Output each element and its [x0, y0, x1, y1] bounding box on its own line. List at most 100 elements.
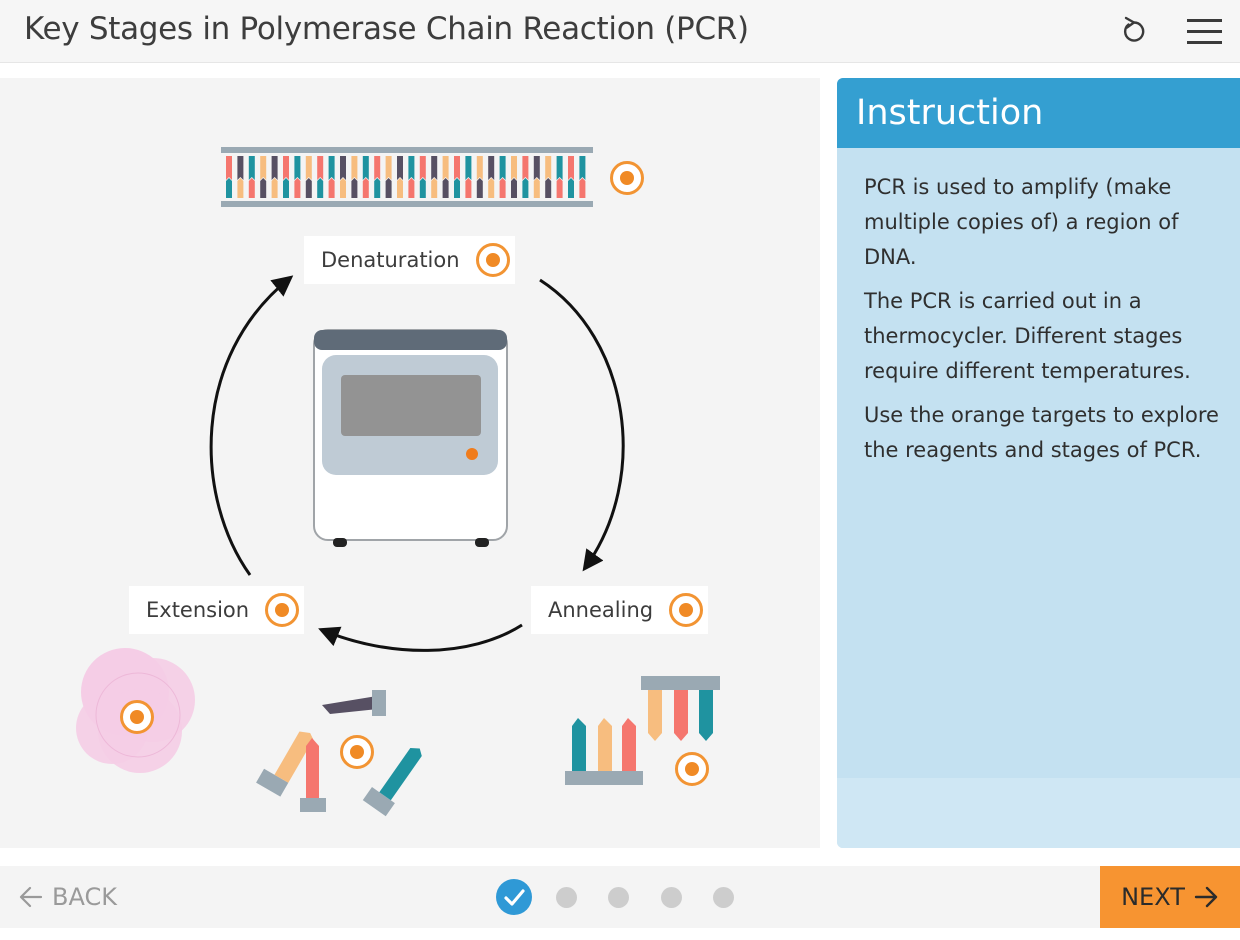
instruction-paragraph: The PCR is carried out in a thermocycler…	[864, 289, 1191, 383]
dna-base-pair	[397, 178, 403, 198]
dna-base-pair	[476, 156, 483, 180]
progress-dot-5[interactable]	[713, 887, 734, 908]
dna-base-pair	[374, 156, 381, 180]
footer-nav: BACK NEXT	[0, 866, 1240, 928]
nucleotides-icon	[256, 690, 422, 817]
extension-label: Extension	[146, 598, 250, 622]
extension-label-box[interactable]: Extension	[129, 586, 304, 634]
dna-base-pair	[511, 156, 517, 180]
cell-target-button[interactable]	[120, 700, 154, 734]
denaturation-target-button[interactable]	[475, 243, 510, 277]
dna-base-pair	[283, 156, 289, 180]
dna-base-pair	[374, 178, 381, 198]
dna-base-pair	[408, 178, 415, 198]
dna-base-pair	[248, 178, 255, 198]
dna-base-pair	[419, 156, 426, 180]
dna-base-pair	[488, 178, 495, 198]
dna-base-pair	[237, 178, 244, 198]
dna-base-pair	[442, 156, 449, 180]
dna-base-pair	[465, 178, 472, 198]
dna-base-pair	[442, 178, 449, 198]
dna-base-pair	[351, 178, 358, 198]
dna-base-pair	[340, 178, 346, 198]
dna-base-pair	[579, 178, 586, 198]
dna-base-pair	[408, 156, 415, 180]
instruction-body: PCR is used to amplify (make multiple co…	[837, 148, 1240, 468]
progress-dot-3[interactable]	[608, 887, 629, 908]
dna-base-pair	[362, 156, 369, 180]
dna-base-pair	[260, 156, 267, 180]
dna-base-pair	[305, 156, 312, 180]
dna-base-pair	[533, 178, 540, 198]
dna-base-pair	[317, 156, 324, 180]
next-label: NEXT	[1121, 883, 1185, 911]
dna-base-pair	[397, 156, 403, 180]
dna-base-pair	[533, 156, 540, 180]
dna-target-button[interactable]	[610, 161, 644, 195]
annealing-target-button[interactable]	[669, 593, 704, 627]
dna-base-pair	[271, 178, 278, 198]
dna-base-pair	[568, 156, 574, 180]
dna-base-pair	[431, 178, 438, 198]
dna-base-pair	[328, 178, 335, 198]
nucleotides-target-button[interactable]	[340, 735, 374, 769]
dna-base-pair	[305, 178, 312, 198]
dna-base-pair	[260, 178, 267, 198]
thermocycler-icon	[313, 329, 508, 547]
dna-base-pair	[454, 178, 460, 198]
menu-button[interactable]	[1184, 12, 1224, 52]
dna-base-pair	[271, 156, 278, 180]
dna-base-pair	[226, 156, 232, 180]
dna-base-pair	[454, 156, 460, 180]
back-button[interactable]: BACK	[18, 866, 117, 928]
dna-base-pair	[545, 156, 552, 180]
dna-base-pair	[294, 178, 301, 198]
dna-base-pair	[226, 178, 232, 198]
dna-base-pair	[465, 156, 472, 180]
dna-base-pair	[556, 156, 563, 180]
checkmark-icon	[504, 889, 525, 906]
dna-base-pair	[556, 178, 563, 198]
denaturation-label-box[interactable]: Denaturation	[304, 236, 515, 284]
dna-base-pair	[522, 178, 529, 198]
pcr-cycle-illustration	[76, 147, 720, 817]
arrow-right-icon	[1194, 886, 1218, 908]
dna-base-pair	[522, 156, 529, 180]
instruction-panel: Instruction PCR is used to amplify (make…	[837, 78, 1240, 848]
dna-base-pair	[248, 156, 255, 180]
dna-base-pair	[340, 156, 346, 180]
instruction-panel-footer	[837, 778, 1240, 848]
dna-base-pair	[317, 178, 324, 198]
dna-base-pair	[362, 178, 369, 198]
page-title: Key Stages in Polymerase Chain Reaction …	[24, 11, 749, 47]
dna-base-pair	[385, 178, 392, 198]
extension-target-button[interactable]	[265, 593, 300, 627]
dna-base-pair	[488, 156, 495, 180]
cycle-arrows	[209, 275, 625, 652]
dna-base-pair	[294, 156, 301, 180]
annealing-label-box[interactable]: Annealing	[531, 586, 708, 634]
reset-button[interactable]	[1114, 12, 1154, 52]
dna-base-pair	[499, 156, 506, 180]
dna-base-pair	[499, 178, 506, 198]
instruction-paragraph: Use the orange targets to explore the re…	[864, 403, 1219, 462]
dna-base-pair	[476, 178, 483, 198]
progress-dot-1-complete[interactable]	[496, 879, 532, 915]
progress-dot-2[interactable]	[556, 887, 577, 908]
dna-base-pair	[328, 156, 335, 180]
next-button[interactable]: NEXT	[1100, 866, 1240, 928]
dna-base-pair	[511, 178, 517, 198]
dna-double-helix	[221, 147, 593, 207]
hamburger-menu-icon	[1187, 19, 1222, 44]
primers-target-button[interactable]	[675, 752, 709, 786]
dna-base-pair	[385, 156, 392, 180]
denaturation-label: Denaturation	[321, 248, 460, 272]
dna-base-pair	[351, 156, 358, 180]
dna-base-pair	[568, 178, 574, 198]
annealing-label: Annealing	[548, 598, 654, 622]
dna-base-pair	[579, 156, 586, 180]
primers-annealed-icon	[565, 676, 720, 785]
dna-base-pair	[419, 178, 426, 198]
dna-base-pair	[545, 178, 552, 198]
progress-dot-4[interactable]	[661, 887, 682, 908]
